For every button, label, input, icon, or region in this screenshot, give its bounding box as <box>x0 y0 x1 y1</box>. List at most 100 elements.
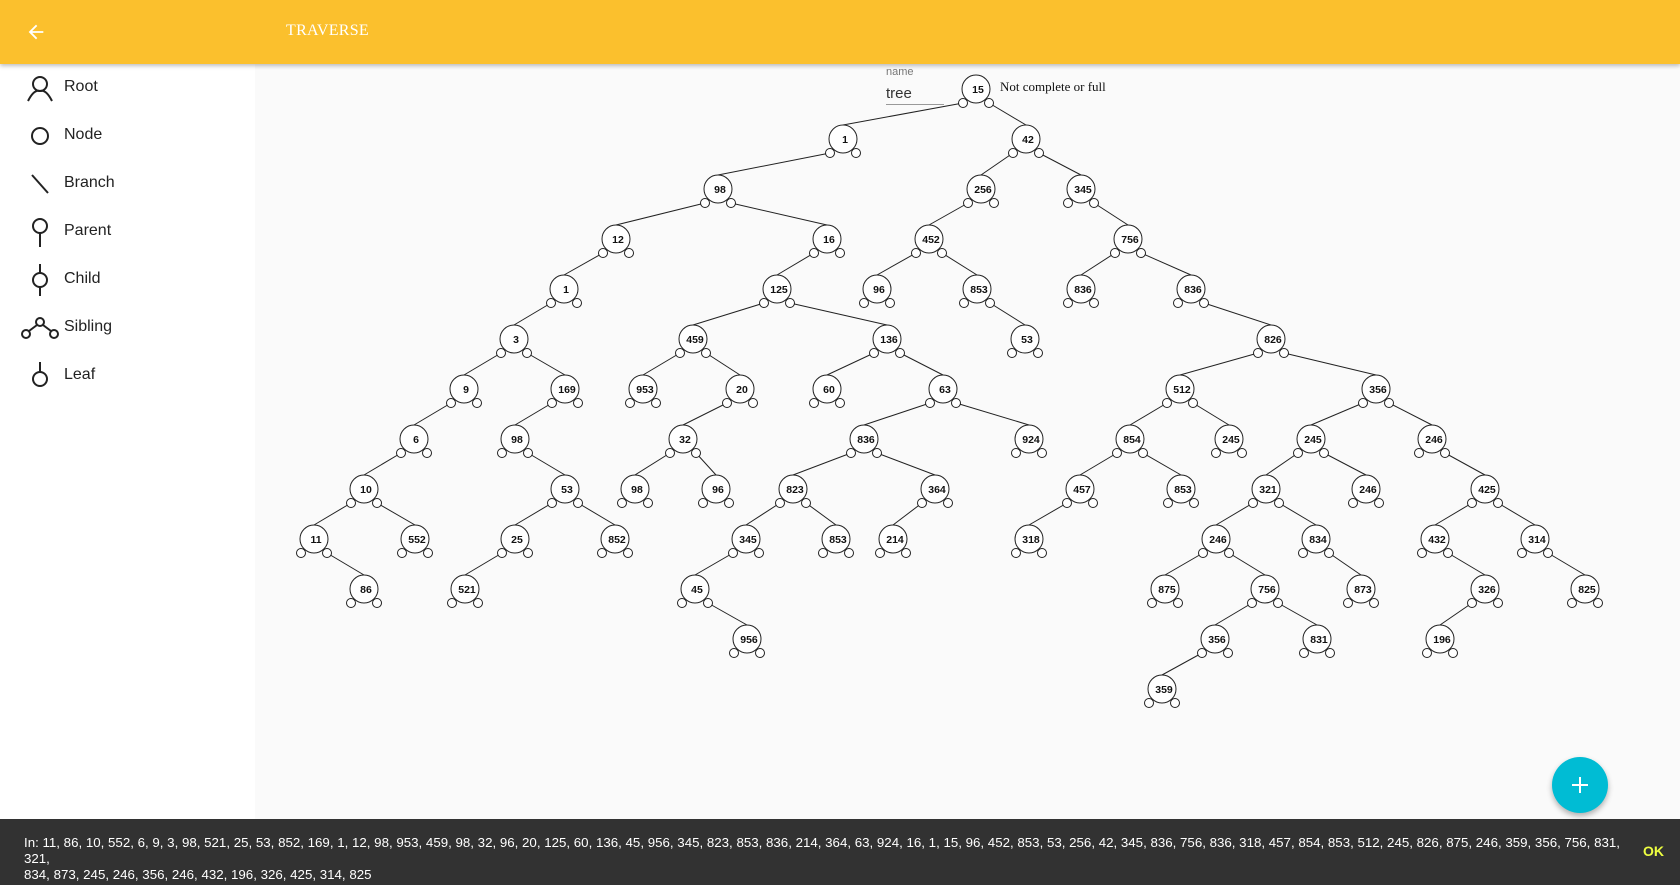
tree-node[interactable]: 345 <box>728 524 764 558</box>
tree-node[interactable]: 246 <box>1198 524 1234 558</box>
tree-node[interactable]: 245 <box>1211 424 1247 458</box>
tree-node[interactable]: 318 <box>1011 524 1047 558</box>
tree-node[interactable]: 825 <box>1567 574 1603 608</box>
left-child-handle <box>547 398 557 408</box>
tree-node[interactable]: 836 <box>846 424 882 458</box>
tree-root-node[interactable]: 15 <box>958 74 994 108</box>
tree-node[interactable]: 831 <box>1299 624 1335 658</box>
tree-node[interactable]: 136 <box>869 324 905 358</box>
tree-node[interactable]: 53 <box>1007 324 1043 358</box>
tree-node[interactable]: 16 <box>809 224 845 258</box>
tree-node[interactable]: 953 <box>625 374 661 408</box>
tree-node[interactable]: 359 <box>1144 674 1180 708</box>
tree-node[interactable]: 521 <box>447 574 483 608</box>
sidebar-item-node[interactable]: Node <box>0 112 255 160</box>
tree-node[interactable]: 512 <box>1162 374 1198 408</box>
tree-node[interactable]: 756 <box>1247 574 1283 608</box>
snackbar-ok-button[interactable]: OK <box>1643 843 1664 859</box>
tree-node[interactable]: 12 <box>598 224 634 258</box>
tree-node[interactable]: 823 <box>775 474 811 508</box>
tree-node[interactable]: 9 <box>446 374 482 408</box>
tree-node[interactable]: 326 <box>1467 574 1503 608</box>
sidebar-item-leaf[interactable]: Leaf <box>0 352 255 400</box>
back-button[interactable] <box>20 16 52 48</box>
tree-node[interactable]: 63 <box>925 374 961 408</box>
tree-node[interactable]: 98 <box>497 424 533 458</box>
tree-name-input[interactable] <box>886 82 944 105</box>
tree-node[interactable]: 98 <box>700 174 736 208</box>
tree-node[interactable]: 20 <box>722 374 758 408</box>
tree-node[interactable]: 956 <box>729 624 765 658</box>
tree-node[interactable]: 246 <box>1414 424 1450 458</box>
tree-node[interactable]: 1 <box>825 124 861 158</box>
left-child-handle <box>665 448 675 458</box>
tree-node[interactable]: 214 <box>875 524 911 558</box>
tree-node[interactable]: 826 <box>1253 324 1289 358</box>
tree-node[interactable]: 836 <box>1173 274 1209 308</box>
tree-node[interactable]: 6 <box>396 424 432 458</box>
add-node-button[interactable] <box>1552 757 1608 813</box>
tree-node[interactable]: 853 <box>1163 474 1199 508</box>
tree-node[interactable]: 3 <box>496 324 532 358</box>
tree-node[interactable]: 10 <box>346 474 382 508</box>
tree-node[interactable]: 345 <box>1063 174 1099 208</box>
tree-node[interactable]: 432 <box>1417 524 1453 558</box>
node-value: 63 <box>939 384 951 396</box>
tree-node[interactable]: 873 <box>1343 574 1379 608</box>
left-child-handle <box>911 248 921 258</box>
tree-node[interactable]: 1 <box>546 274 582 308</box>
tree-node[interactable]: 321 <box>1248 474 1284 508</box>
tree-node[interactable]: 246 <box>1348 474 1384 508</box>
tree-node[interactable]: 924 <box>1011 424 1047 458</box>
tree-node[interactable]: 25 <box>497 524 533 558</box>
left-child-handle <box>346 598 356 608</box>
sidebar-item-sibling[interactable]: Sibling <box>0 304 255 352</box>
left-child-handle <box>958 98 968 108</box>
node-value: 214 <box>886 534 904 546</box>
node-circle <box>872 324 902 354</box>
tree-node[interactable]: 96 <box>859 274 895 308</box>
tree-node[interactable]: 42 <box>1008 124 1044 158</box>
tree-node[interactable]: 853 <box>818 524 854 558</box>
tree-node[interactable]: 196 <box>1422 624 1458 658</box>
node-icon <box>31 127 49 145</box>
tree-node[interactable]: 459 <box>675 324 711 358</box>
tree-node[interactable]: 356 <box>1358 374 1394 408</box>
sidebar-item-branch[interactable]: Branch <box>0 160 255 208</box>
left-child-handle <box>1293 448 1303 458</box>
tree-node[interactable]: 836 <box>1063 274 1099 308</box>
tree-node[interactable]: 364 <box>917 474 953 508</box>
sidebar-item-root[interactable]: Root <box>0 64 255 112</box>
tree-node[interactable]: 756 <box>1110 224 1146 258</box>
tree-node[interactable]: 245 <box>1293 424 1329 458</box>
right-child-handle <box>1369 598 1379 608</box>
tree-node[interactable]: 854 <box>1112 424 1148 458</box>
tree-node[interactable]: 32 <box>665 424 701 458</box>
tree-node[interactable]: 834 <box>1298 524 1334 558</box>
tree-branch <box>363 452 402 476</box>
tree-node[interactable]: 96 <box>698 474 734 508</box>
tree-node[interactable]: 425 <box>1467 474 1503 508</box>
tree-branch <box>1323 452 1367 476</box>
tree-node[interactable]: 457 <box>1062 474 1098 508</box>
tree-node[interactable]: 86 <box>346 574 382 608</box>
tree-node[interactable]: 53 <box>547 474 583 508</box>
tree-node[interactable]: 314 <box>1517 524 1553 558</box>
tree-node[interactable]: 45 <box>677 574 713 608</box>
tree-node[interactable]: 452 <box>911 224 947 258</box>
tree-node[interactable]: 552 <box>397 524 433 558</box>
tree-node[interactable]: 256 <box>963 174 999 208</box>
tree-node[interactable]: 11 <box>296 524 332 558</box>
tree-node[interactable]: 356 <box>1197 624 1233 658</box>
tree-node[interactable]: 125 <box>759 274 795 308</box>
sidebar-item-child[interactable]: Child <box>0 256 255 304</box>
tree-node[interactable]: 852 <box>597 524 633 558</box>
tree-node[interactable]: 853 <box>959 274 995 308</box>
left-child-handle <box>497 448 507 458</box>
tree-node[interactable]: 169 <box>547 374 583 408</box>
tree-node[interactable]: 875 <box>1147 574 1183 608</box>
sidebar-item-parent[interactable]: Parent <box>0 208 255 256</box>
tree-node[interactable]: 60 <box>809 374 845 408</box>
tree-node[interactable]: 98 <box>617 474 653 508</box>
